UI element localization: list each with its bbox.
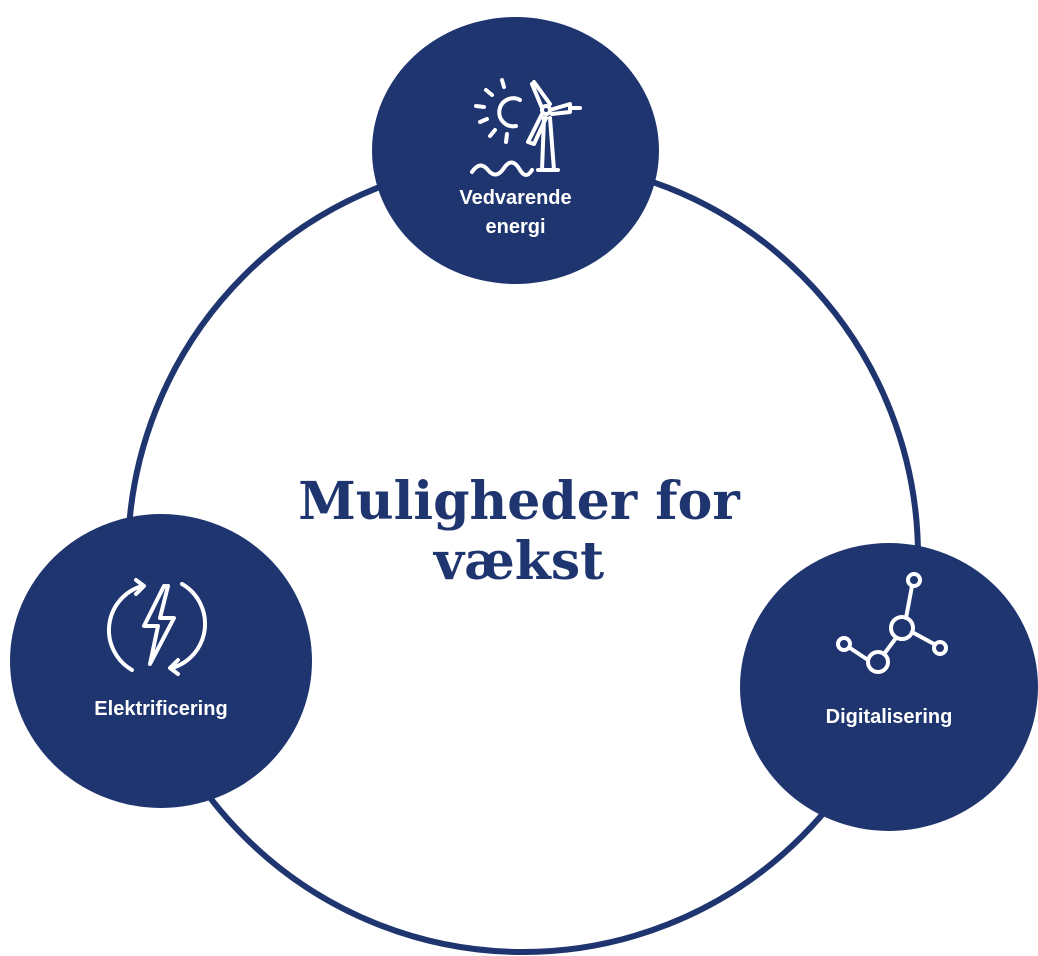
node-label-renewable-energy: Vedvarende energi [372,184,659,242]
node-label-digitalization: Digitalisering [825,706,953,728]
center-title-line2: vækst [433,531,605,592]
sun-wind-turbine-water-icon [470,78,582,177]
node-digitalization: Digitalisering [740,543,1038,831]
network-nodes-icon [836,572,948,674]
center-title: Muligheder for vækst [269,472,769,592]
node-renewable-energy: Vedvarende energi [372,17,659,284]
node-label-line1: Vedvarende [459,187,572,209]
lightning-cycle-icon [107,578,207,676]
node-electrification: Elektrificering [10,514,312,808]
center-title-line1: Muligheder for [298,471,740,532]
node-label-line2: energi [485,216,546,238]
node-label-electrification: Elektrificering [94,698,228,720]
